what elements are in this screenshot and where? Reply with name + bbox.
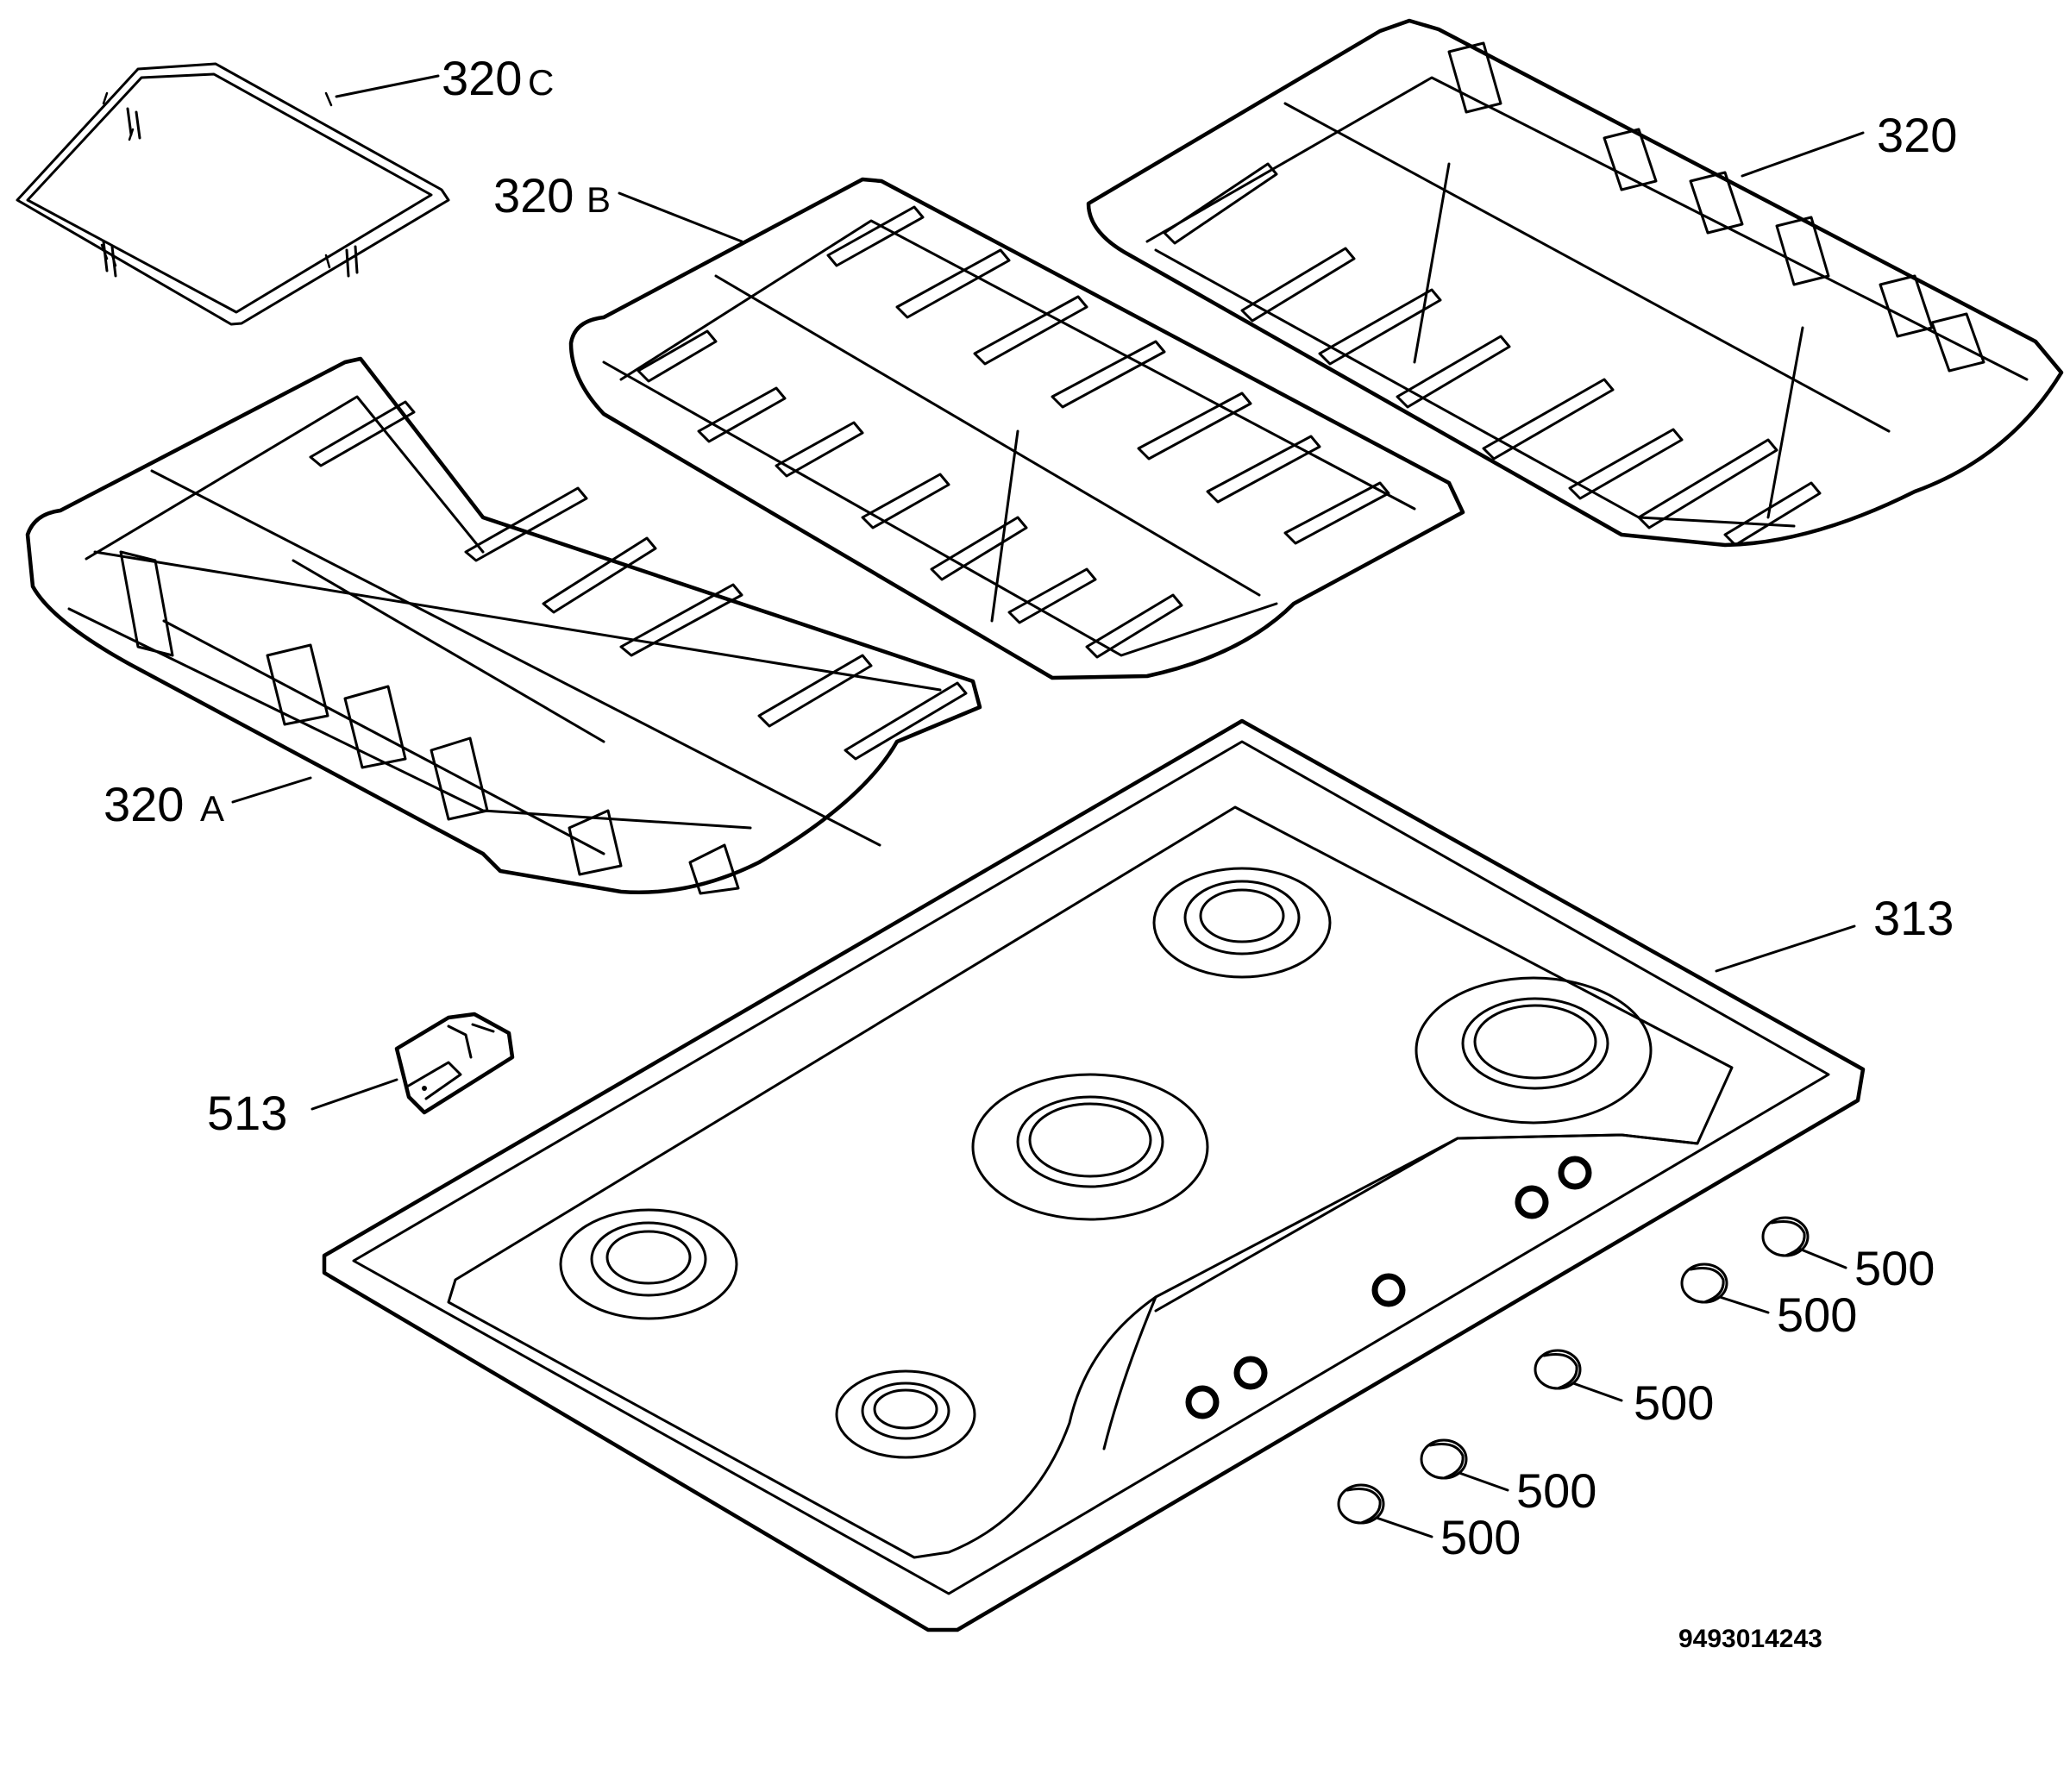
label-320a-suffix: A	[200, 788, 224, 829]
label-320: 320	[1877, 108, 1957, 162]
knob-500-4	[1420, 1438, 1509, 1492]
burner-left	[559, 1208, 738, 1320]
burner-rear-right	[1152, 867, 1332, 979]
label-320c-suffix: C	[528, 62, 554, 103]
part-313-hob-top	[322, 718, 1866, 1632]
label-500-1: 500	[1854, 1241, 1935, 1295]
label-320b-suffix: B	[586, 179, 611, 220]
knob-holes	[1185, 1156, 1592, 1419]
label-500-2: 500	[1777, 1288, 1857, 1342]
label-313: 313	[1873, 891, 1954, 945]
burner-center	[971, 1073, 1209, 1221]
label-320a-number: 320	[104, 777, 184, 831]
knob-500-3	[1534, 1349, 1623, 1402]
part-320b-pan-support	[568, 177, 1465, 680]
label-500-5: 500	[1440, 1510, 1521, 1564]
label-320b-number: 320	[493, 168, 574, 222]
drawing-number: 9493014243	[1678, 1625, 1822, 1653]
knob-500-1	[1761, 1216, 1847, 1269]
label-513: 513	[207, 1086, 287, 1140]
label-500-3: 500	[1634, 1375, 1714, 1430]
part-320a-pan-support	[25, 356, 982, 895]
knob-500-5	[1337, 1483, 1433, 1538]
part-513-clip	[394, 1012, 515, 1115]
knob-500-2	[1680, 1263, 1770, 1314]
part-320c-wire-ring	[16, 62, 450, 326]
burner-front	[835, 1369, 976, 1459]
part-320-pan-support	[1086, 18, 2064, 548]
burner-right	[1414, 976, 1653, 1125]
label-320c-number: 320	[442, 51, 522, 105]
label-500-4: 500	[1516, 1463, 1596, 1518]
